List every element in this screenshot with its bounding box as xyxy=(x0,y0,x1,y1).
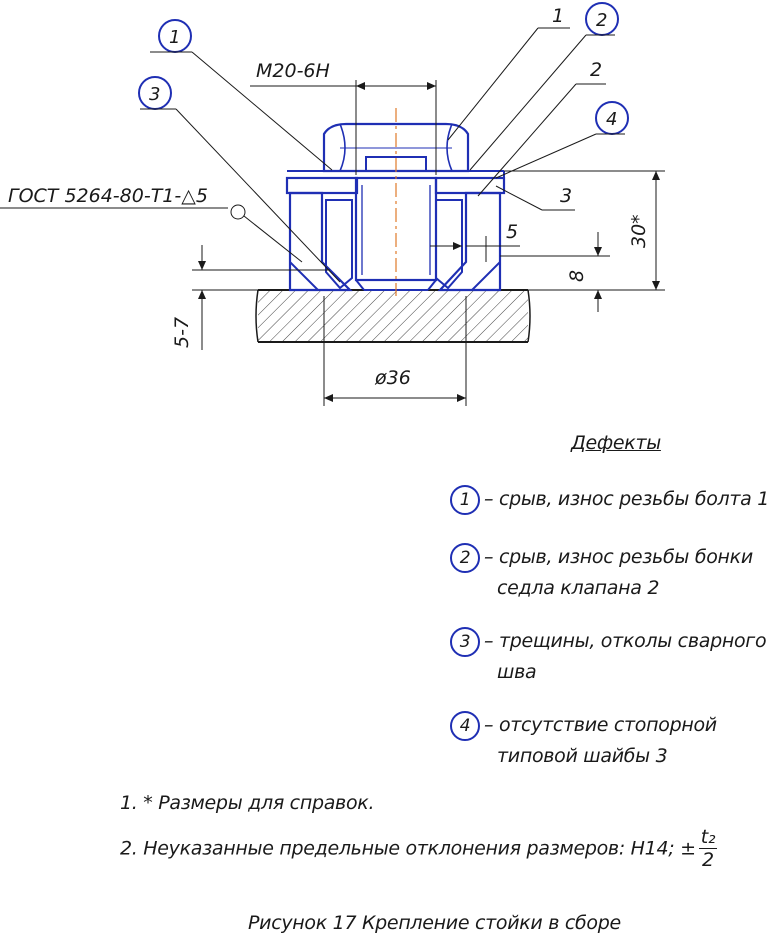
defect-4-number: 4 xyxy=(450,710,480,741)
weld-height-label: 5-7 xyxy=(171,317,193,348)
callout-1-circle: 1 xyxy=(150,19,333,171)
defect-3-text-cont: шва xyxy=(497,660,537,683)
dimension-diameter: ø36 xyxy=(323,296,467,406)
weld-designation: ГОСТ 5264-80-Т1-△5 xyxy=(0,185,303,263)
defect-item-3: 3– трещины, отколы сварного шва xyxy=(450,626,767,687)
defect-item-1: 1– срыв, износ резьбы болта 1 xyxy=(450,484,769,515)
leader-1: 1 xyxy=(447,5,570,141)
defects-title: Дефекты xyxy=(571,432,661,454)
leader-3: 3 xyxy=(495,185,575,211)
note-1: 1. * Размеры для справок. xyxy=(120,792,375,814)
svg-text:2: 2 xyxy=(590,59,602,81)
dim-8-label: 8 xyxy=(566,270,588,282)
defect-2-text-cont: седла клапана 2 xyxy=(497,576,660,599)
defect-1-number: 1 xyxy=(450,484,480,515)
note-2: 2. Неуказанные предельные отклонения раз… xyxy=(120,826,718,871)
svg-text:3: 3 xyxy=(560,185,572,207)
callout-2-circle: 2 xyxy=(469,2,619,171)
callout-3-circle: 3 xyxy=(138,76,341,283)
dim-5-label: 5 xyxy=(506,221,518,243)
fraction-numerator: t₂ xyxy=(698,826,718,849)
base-plate xyxy=(255,289,531,343)
dimension-8: 8 xyxy=(500,232,610,312)
defect-2-text: – срыв, износ резьбы бонки xyxy=(484,546,753,568)
defect-3-number: 3 xyxy=(450,626,480,657)
dimension-weld-height: 5-7 xyxy=(171,245,330,350)
defect-2-number: 2 xyxy=(450,542,480,573)
fraction-denominator: 2 xyxy=(702,849,714,871)
svg-text:1: 1 xyxy=(169,27,180,48)
dimension-height-30: 30* xyxy=(504,170,665,291)
gost-label: ГОСТ 5264-80-Т1-△5 xyxy=(8,185,208,207)
valve-seat-boss xyxy=(288,191,502,292)
dimension-thread: M20-6H xyxy=(250,60,437,175)
defect-item-4: 4– отсутствие стопорной типовой шайбы 3 xyxy=(450,710,717,771)
diameter-label: ø36 xyxy=(374,367,411,389)
figure-caption: Рисунок 17 Крепление стойки в сборе xyxy=(248,912,621,934)
note-2-text: 2. Неуказанные предельные отклонения раз… xyxy=(120,837,696,860)
leader-2: 2 xyxy=(477,59,606,197)
defect-item-2: 2– срыв, износ резьбы бонки седла клапан… xyxy=(450,542,753,603)
height-30-label: 30* xyxy=(628,214,650,248)
svg-text:3: 3 xyxy=(149,84,160,105)
thread-label: M20-6H xyxy=(256,60,330,82)
svg-text:1: 1 xyxy=(552,5,564,27)
callout-4-circle: 4 xyxy=(495,101,629,179)
defect-4-text: – отсутствие стопорной xyxy=(484,714,717,736)
svg-text:2: 2 xyxy=(596,10,607,31)
dimension-5: 5 xyxy=(430,221,520,262)
defect-1-text: – срыв, износ резьбы болта 1 xyxy=(484,488,770,510)
defect-4-text-cont: типовой шайбы 3 xyxy=(497,744,668,767)
defect-3-text: – трещины, отколы сварного xyxy=(484,630,767,652)
svg-text:4: 4 xyxy=(606,109,617,130)
